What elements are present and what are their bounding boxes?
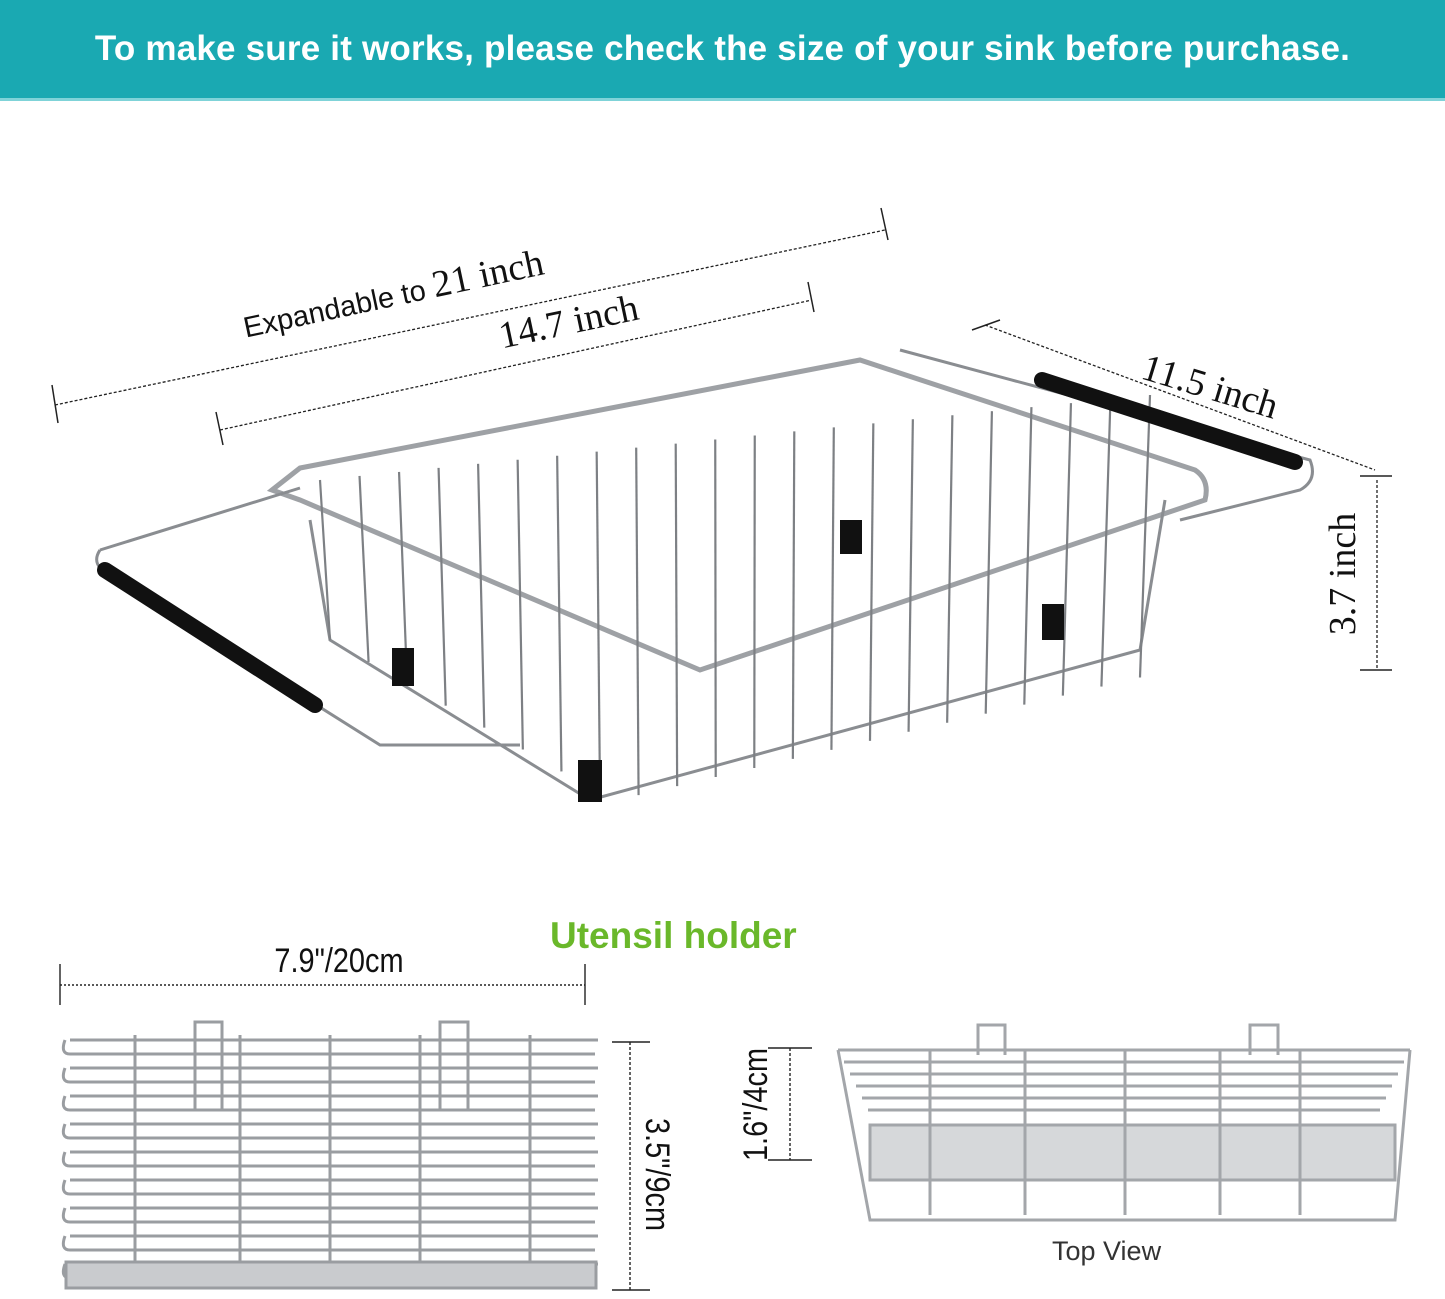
basket-wire — [358, 475, 370, 662]
basket-wire — [516, 459, 524, 750]
holder-wire — [61, 1234, 598, 1252]
holder-wire — [61, 1122, 598, 1140]
holder-hook — [193, 1020, 470, 1110]
utensil-length-label: 7.9"/20cm — [274, 942, 404, 980]
utensil-holder-top-view — [836, 1023, 1412, 1222]
holder-wire — [61, 1038, 598, 1056]
basket-wire — [674, 443, 679, 787]
dimension-ticks — [51, 207, 1392, 671]
holder-wire — [61, 1150, 598, 1168]
rubber-handle-grips — [97, 372, 1303, 713]
utensil-height-label: 3.5"/9cm — [638, 1117, 677, 1232]
basket-wire — [984, 411, 994, 714]
holder-wire — [61, 1066, 598, 1084]
top-view-label: Top View — [1052, 1236, 1162, 1266]
holder-mesh-base — [868, 1123, 1397, 1182]
height-label: 3.7 inch — [1322, 512, 1365, 636]
holder-hook — [976, 1023, 1280, 1055]
basket-wire — [437, 467, 447, 706]
basket-wire — [476, 463, 486, 728]
basket-wire — [830, 427, 835, 750]
basket-wire — [1100, 399, 1112, 687]
banner-text: To make sure it works, please check the … — [94, 29, 1351, 68]
holder-mesh-base — [64, 1260, 598, 1290]
basket-wire — [946, 415, 954, 723]
utensil-dimension-lines — [59, 964, 812, 1291]
basket-wire — [1138, 394, 1152, 678]
basket-wire — [595, 451, 602, 794]
basket-wire — [1061, 403, 1073, 696]
dish-rack-basket — [95, 348, 1314, 802]
holder-wire — [61, 1206, 598, 1224]
utensil-holder-title: Utensil holder — [550, 915, 797, 956]
basket-wire — [907, 419, 914, 732]
utensil-top-height-label: 1.6"/4cm — [737, 1047, 776, 1162]
rubber-feet — [392, 520, 1064, 802]
basket-wire — [635, 447, 640, 796]
holder-wire — [61, 1094, 598, 1112]
holder-wire — [61, 1178, 598, 1196]
basket-wire — [1023, 407, 1033, 705]
basket-wire — [556, 455, 563, 772]
basket-wire — [868, 423, 875, 741]
basket-wire — [318, 479, 332, 641]
dimension-lines — [54, 229, 1378, 668]
utensil-holder-side-view — [61, 1020, 598, 1290]
banner: To make sure it works, please check the … — [0, 0, 1445, 101]
basket-wire — [791, 431, 796, 759]
holder-outline — [836, 1049, 1412, 1222]
